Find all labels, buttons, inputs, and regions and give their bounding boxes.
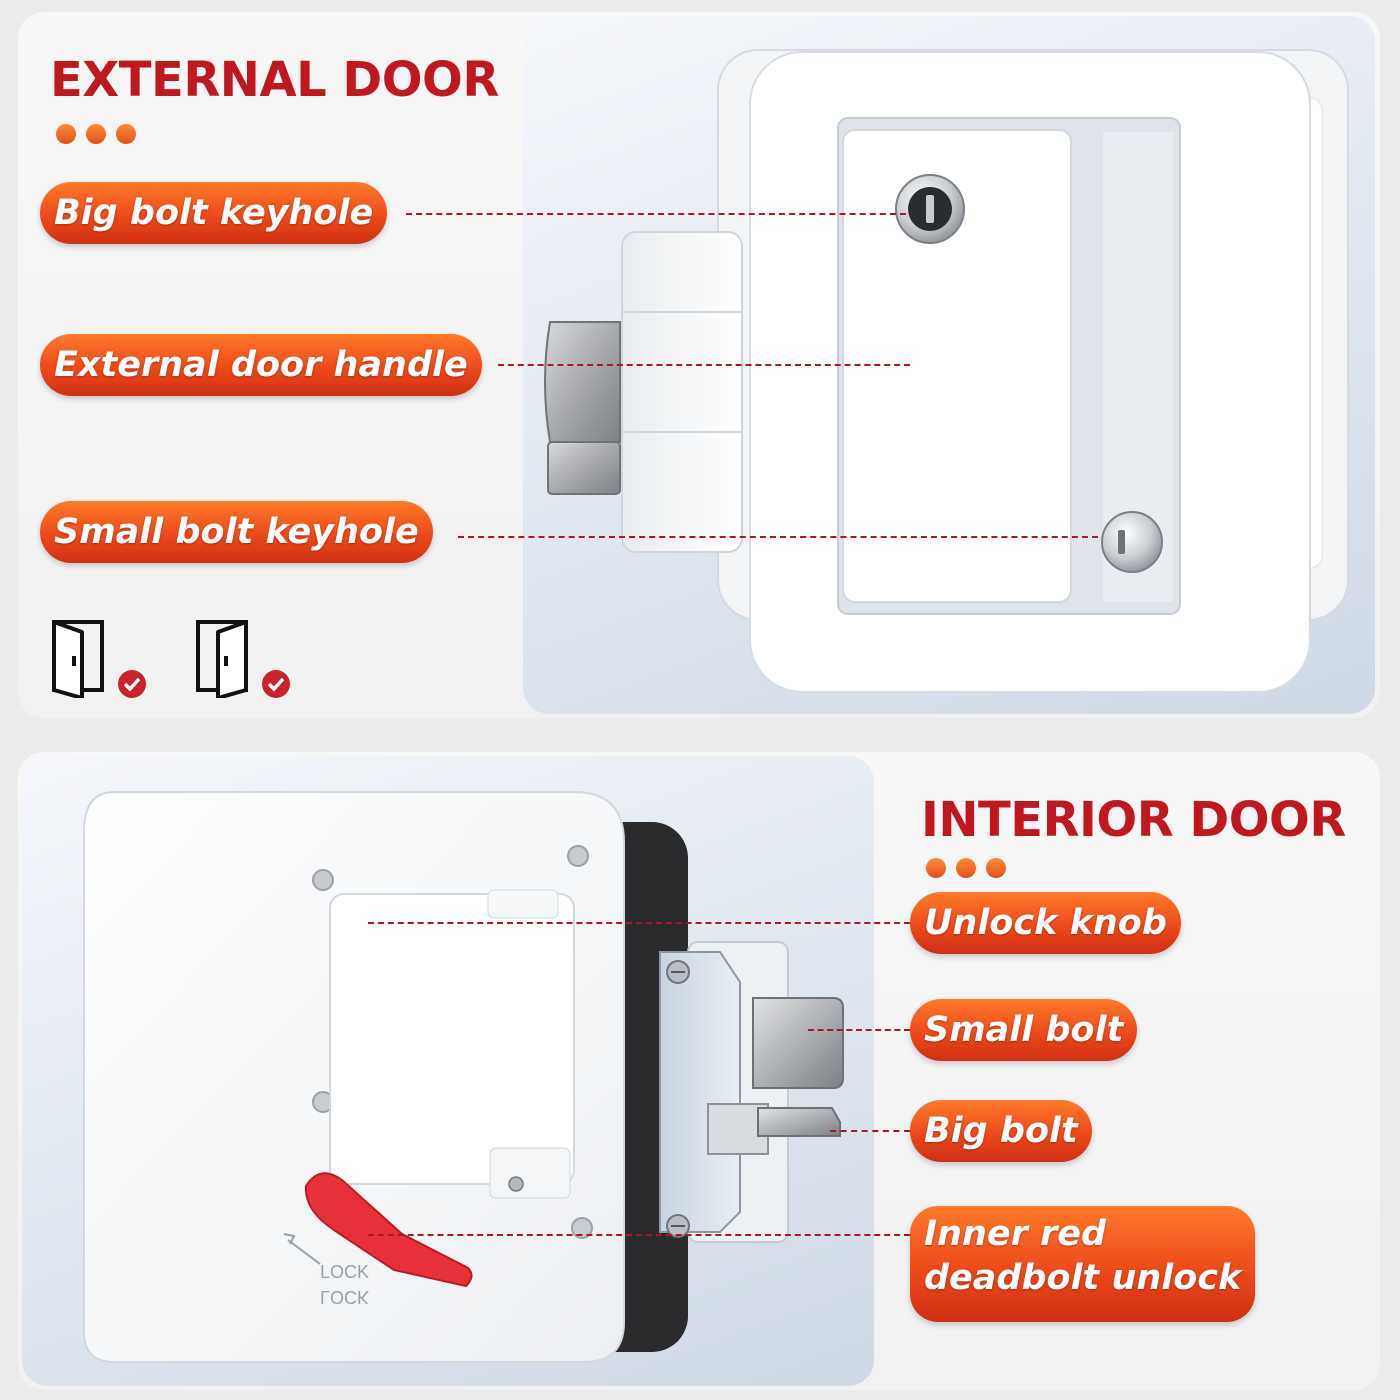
label-external-door-handle: External door handle	[40, 334, 482, 396]
label-small-bolt-keyhole: Small bolt keyhole	[40, 501, 433, 563]
leader-small-bolt	[808, 1029, 910, 1031]
unlock-knob	[329, 893, 575, 1185]
label-unlock-knob: Unlock knob	[910, 892, 1181, 954]
side-housing	[621, 231, 743, 553]
small-bolt-interior	[752, 997, 844, 1089]
external-title-dots	[56, 124, 136, 144]
label-inner-red-deadbolt-unlock: Inner red deadbolt unlock	[910, 1206, 1256, 1322]
label-big-bolt: Big bolt	[910, 1100, 1092, 1162]
interior-door-title: INTERIOR DOOR	[921, 792, 1346, 848]
leader-unlock-knob	[368, 922, 910, 924]
interior-lock-illustration	[83, 791, 844, 1363]
leader-external-door-handle	[498, 364, 910, 366]
leader-big-bolt-keyhole	[406, 213, 906, 215]
leader-inner-red-deadbolt	[368, 1234, 910, 1236]
handle-paddle	[842, 129, 1072, 603]
big-bolt	[547, 441, 621, 495]
interior-door-panel: LOCK LOCK INTERIOR DOOR Unlock knob Smal…	[18, 752, 1380, 1390]
label-inner-red-line2: deadbolt unlock	[924, 1258, 1242, 1298]
interior-title-dots	[926, 858, 1006, 878]
lock-engraving-2: LOCK	[320, 1287, 370, 1307]
external-door-panel: EXTERNAL DOOR Big bolt keyhole External …	[18, 12, 1380, 718]
small-keyhole	[1101, 511, 1163, 573]
external-door-title: EXTERNAL DOOR	[50, 52, 499, 108]
lock-engraving-1: LOCK	[320, 1262, 370, 1282]
leader-small-bolt-keyhole	[458, 536, 1098, 538]
label-inner-red-line1: Inner red	[924, 1214, 1107, 1254]
small-bolt	[544, 321, 621, 443]
red-deadbolt-lever	[304, 1172, 473, 1288]
label-big-bolt-keyhole: Big bolt keyhole	[40, 182, 388, 244]
external-lock-illustration	[544, 49, 1349, 693]
zinc-plate	[659, 951, 741, 1233]
door-left-check-icon	[52, 620, 146, 698]
leader-big-bolt	[830, 1130, 910, 1132]
door-right-check-icon	[196, 620, 290, 698]
label-small-bolt: Small bolt	[910, 999, 1138, 1061]
